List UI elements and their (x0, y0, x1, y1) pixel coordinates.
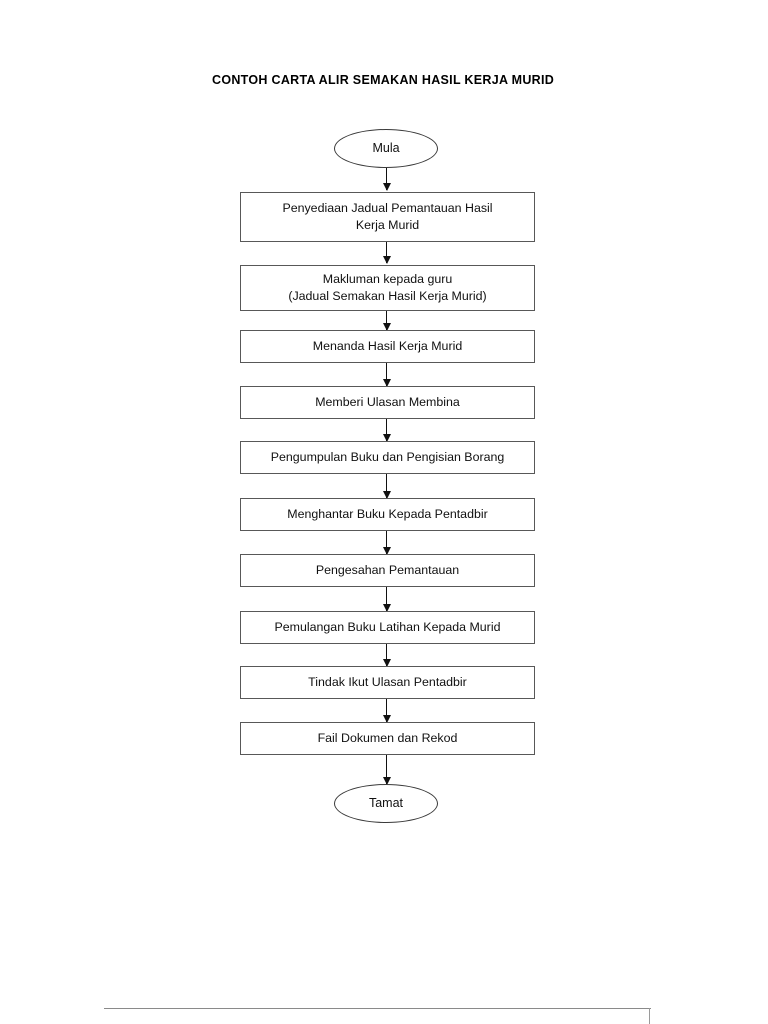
flow-node-step6[interactable]: Menghantar Buku Kepada Pentadbir (240, 498, 535, 531)
flow-node-step5[interactable]: Pengumpulan Buku dan Pengisian Borang (240, 441, 535, 474)
flow-node-step3-label: Menanda Hasil Kerja Murid (312, 339, 463, 353)
flow-node-step10[interactable]: Fail Dokumen dan Rekod (240, 722, 535, 755)
flow-arrow-step1-to-step2 (382, 242, 391, 264)
flow-arrow-step7-to-step8 (382, 587, 391, 612)
flow-node-step7[interactable]: Pengesahan Pemantauan (240, 554, 535, 587)
flow-node-step8-label: Pemulangan Buku Latihan Kepada Murid (274, 620, 501, 634)
flow-arrow-step8-to-step9 (382, 644, 391, 667)
flow-node-end-label: Tamat (368, 796, 404, 811)
flow-node-step6-label: Menghantar Buku Kepada Pentadbir (287, 507, 488, 521)
flow-arrow-step2-to-step3 (382, 311, 391, 331)
flow-arrow-step4-to-step5 (382, 419, 391, 442)
footer-table-right-border (649, 1008, 650, 1024)
flow-node-start-label: Mula (372, 141, 400, 156)
flow-arrow-step10-to-end (382, 755, 391, 785)
flow-node-step8[interactable]: Pemulangan Buku Latihan Kepada Murid (240, 611, 535, 644)
flow-node-step2[interactable]: Makluman kepada guru (Jadual Semakan Has… (240, 265, 535, 311)
flow-node-step1[interactable]: Penyediaan Jadual Pemantauan Hasil Kerja… (240, 192, 535, 242)
page-title: CONTOH CARTA ALIR SEMAKAN HASIL KERJA MU… (212, 73, 555, 87)
flow-arrow-step3-to-step4 (382, 363, 391, 387)
flow-node-step2-label: Makluman kepada guru (Jadual Semakan Has… (288, 272, 487, 303)
flow-node-step9[interactable]: Tindak Ikut Ulasan Pentadbir (240, 666, 535, 699)
flow-node-step5-label: Pengumpulan Buku dan Pengisian Borang (270, 450, 505, 464)
footer-table-top-border (104, 1008, 651, 1009)
flow-node-step7-label: Pengesahan Pemantauan (315, 563, 460, 577)
flow-node-start[interactable]: Mula (334, 129, 438, 168)
flow-node-end[interactable]: Tamat (334, 784, 438, 823)
flow-node-step4-label: Memberi Ulasan Membina (315, 395, 460, 409)
flow-node-step3[interactable]: Menanda Hasil Kerja Murid (240, 330, 535, 363)
flow-node-step4[interactable]: Memberi Ulasan Membina (240, 386, 535, 419)
flow-node-step10-label: Fail Dokumen dan Rekod (317, 731, 458, 745)
flow-arrow-step9-to-step10 (382, 699, 391, 723)
flow-node-step9-label: Tindak Ikut Ulasan Pentadbir (308, 675, 467, 689)
flow-node-step1-label: Penyediaan Jadual Pemantauan Hasil Kerja… (282, 201, 493, 232)
flow-arrow-step5-to-step6 (382, 474, 391, 499)
flow-arrow-step6-to-step7 (382, 531, 391, 555)
flow-arrow-start-to-step1 (382, 168, 391, 191)
